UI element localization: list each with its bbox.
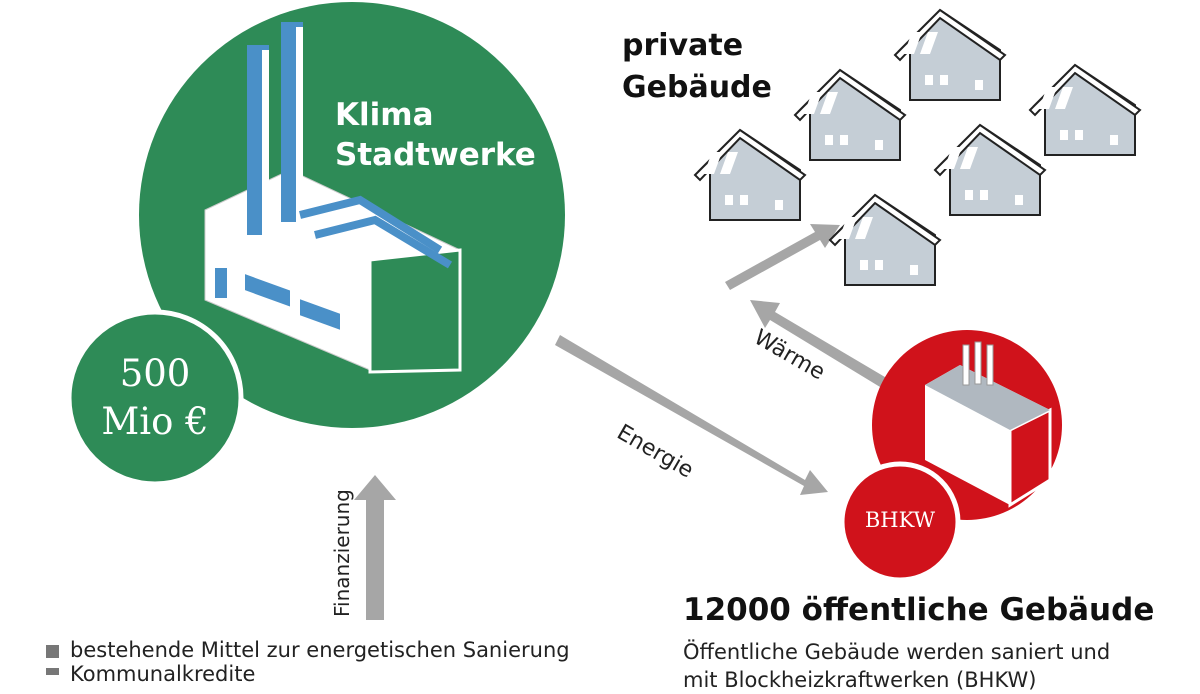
public-buildings-title: 12000 öffentliche Gebäude [683,592,1155,628]
factory-icon [204,22,462,374]
legend-swatch-2 [46,668,59,675]
chp-label-circle [839,461,961,583]
utility-name-line2: Stadtwerke [335,137,536,173]
budget-label: 500 Mio € [70,350,240,446]
private-line2: Gebäude [622,70,772,105]
private-line1: private [622,28,744,63]
financing-label: Finanzierung [330,489,354,617]
budget-amount: 500 [119,352,191,395]
desc-line1: Öffentliche Gebäude werden saniert und [683,640,1111,664]
utility-name-line1: Klima [335,97,434,133]
desc-line2: mit Blockheizkraftwerken (BHKW) [683,668,1037,692]
arrows [354,224,890,620]
budget-circle [66,309,244,487]
public-buildings-desc: Öffentliche Gebäude werden saniert und m… [683,638,1110,694]
legend-item-existing-funds: bestehende Mittel zur energetischen Sani… [70,638,570,662]
legend: bestehende Mittel zur energetischen Sani… [70,638,570,686]
private-buildings-label: private Gebäude [622,25,772,109]
budget-unit: Mio € [101,400,209,443]
heat-arrow-private [725,224,840,290]
financing-arrow [354,475,396,620]
legend-swatch-1 [46,645,59,658]
chp-unit-icon [925,341,1052,508]
utility-name: Klima Stadtwerke [335,95,536,175]
energy-arrow [555,335,828,495]
legend-item-municipal-loans: Kommunalkredite [70,662,256,686]
diagram-graphics [46,2,1141,675]
heat-arrow [750,300,890,390]
chp-label: BHKW [864,508,936,532]
